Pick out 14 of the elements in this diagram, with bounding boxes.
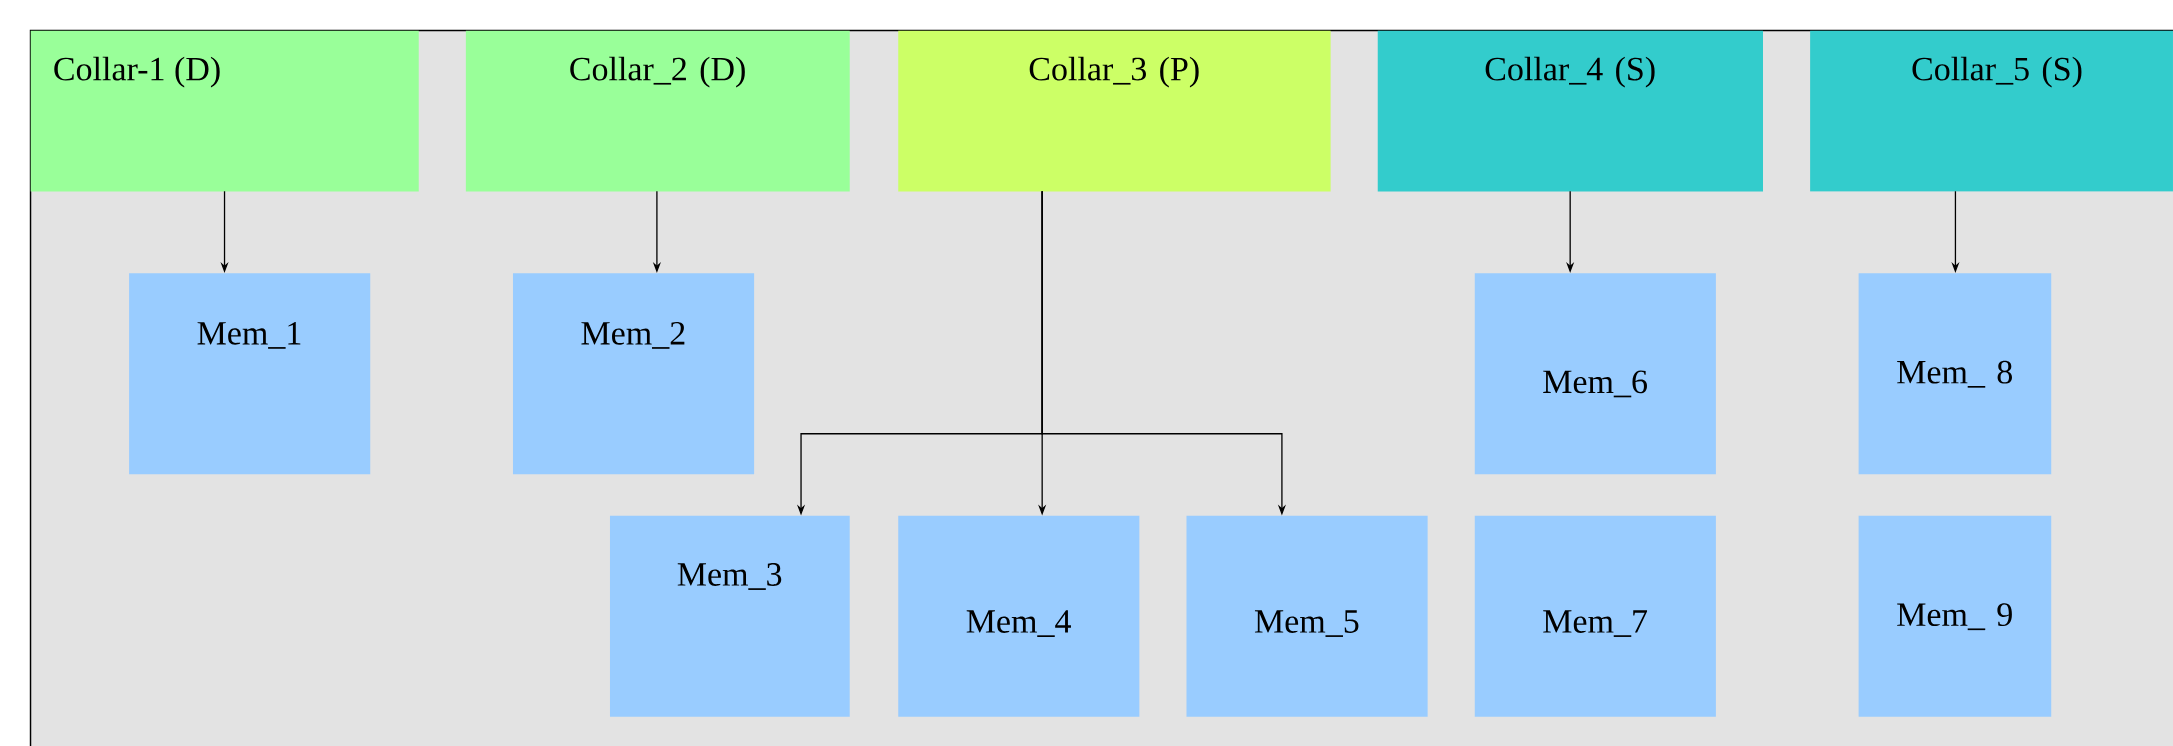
member-box: Mem_7 bbox=[1474, 515, 1716, 717]
collar-box: Collar_2 (D) bbox=[465, 30, 850, 192]
collar-box: Collar-1 (D) bbox=[30, 30, 419, 192]
collar-box: Collar_4 (S) bbox=[1377, 30, 1763, 192]
member-box: Mem_5 bbox=[1186, 515, 1428, 717]
member-box: Mem_6 bbox=[1474, 273, 1716, 475]
collar-box: Collar_5 (S) bbox=[1810, 30, 2173, 192]
collar-box: Collar_3 (P) bbox=[898, 30, 1331, 192]
member-box: Mem_ 9 bbox=[1858, 515, 2052, 717]
member-box: Mem_ 8 bbox=[1858, 273, 2052, 475]
member-box: Mem_1 bbox=[129, 273, 371, 475]
member-box: Mem_2 bbox=[513, 273, 755, 475]
member-box: Mem_4 bbox=[898, 515, 1140, 717]
member-box: Mem_3 bbox=[610, 515, 850, 717]
